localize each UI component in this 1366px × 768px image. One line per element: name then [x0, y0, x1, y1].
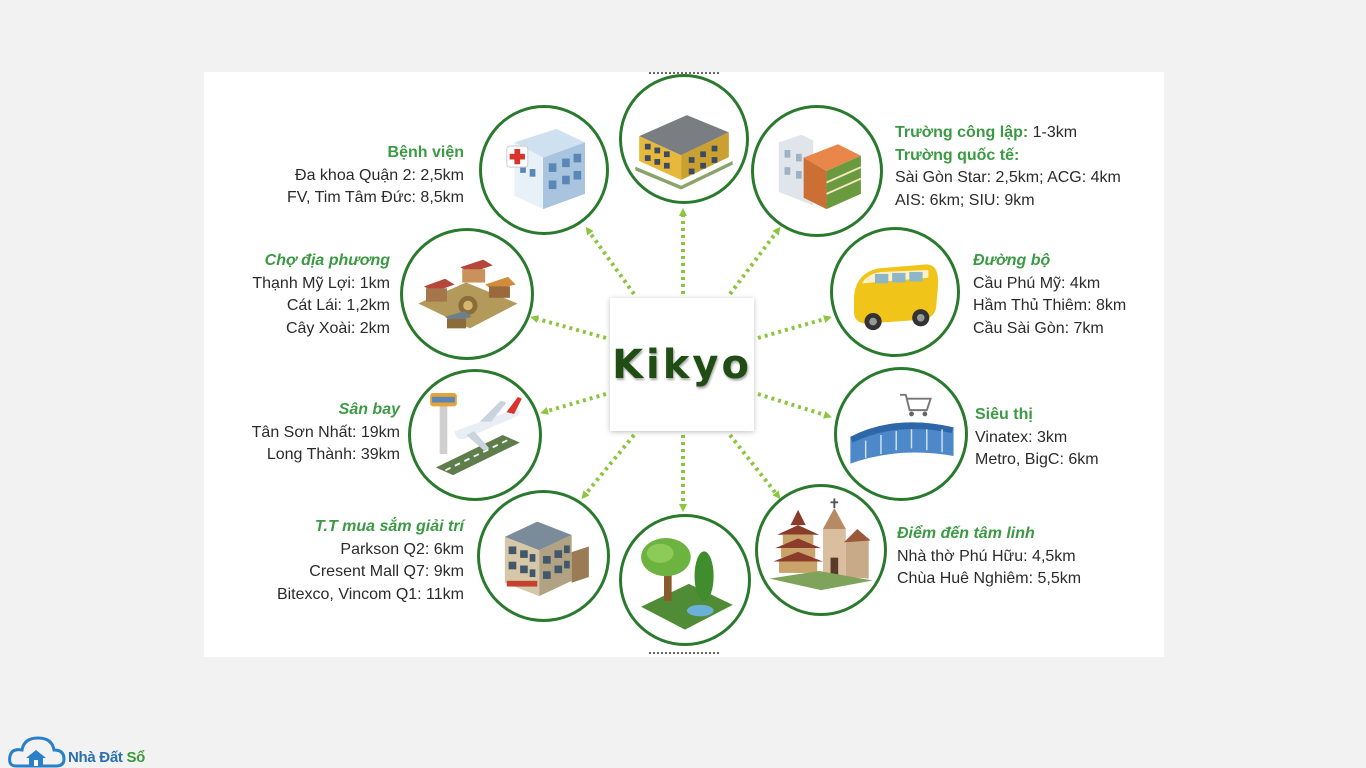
public-school-heading: Trường công lập:	[895, 124, 1029, 141]
road-node	[830, 227, 960, 357]
public-school-distance: 1-3km	[1028, 124, 1078, 141]
hospital-node	[479, 105, 609, 235]
mall-line: Bitexco, Vincom Q1: 11km	[276, 585, 464, 603]
brand-logo[interactable]: Nhà Đất Sổ	[8, 732, 158, 768]
road-line: Hầm Thủ Thiêm: 8km	[973, 297, 1127, 314]
hospital-icon	[506, 128, 586, 210]
connector-arrows	[530, 208, 832, 512]
supermarket-label: Siêu thị Vinatex: 3km Metro, BigC: 6km	[975, 404, 1145, 472]
local-market-node	[400, 228, 534, 360]
brand-name-part: Nhà Đất	[68, 749, 127, 766]
hospital-line: FV, Tim Tâm Đức: 8,5km	[287, 189, 464, 206]
arrow-mall	[581, 433, 636, 500]
market-line: Thạnh Mỹ Lợi: 1km	[252, 274, 390, 292]
spiritual-heading: Điểm đến tâm linh	[897, 525, 1035, 542]
pagoda-church-icon	[769, 498, 873, 591]
mall-line: Cresent Mall Q7: 9km	[309, 563, 464, 580]
hospital-label: Bệnh viện Đa khoa Quận 2: 2,5km FV, Tim …	[276, 142, 464, 210]
spiritual-line: Chùa Huê Nghiêm: 5,5km	[897, 570, 1082, 587]
road-line: Cầu Sài Gòn: 7km	[973, 319, 1104, 337]
market-label: Chợ địa phương Thạnh Mỹ Lợi: 1km Cát Lái…	[224, 250, 390, 340]
arrow-hospital	[585, 226, 636, 296]
brand-name: Nhà Đất Sổ	[68, 749, 145, 766]
supermarket-line: Metro, BigC: 6km	[975, 451, 1099, 468]
supermarket-node	[834, 367, 968, 501]
market-heading: Chợ địa phương	[264, 252, 390, 269]
supermarket-line: Vinatex: 3km	[975, 428, 1068, 446]
airport-heading: Sân bay	[338, 401, 400, 418]
school-icon	[778, 134, 862, 210]
spiritual-node	[755, 484, 887, 616]
office-building-icon	[635, 115, 733, 190]
cloud-house-icon	[8, 736, 66, 768]
shopping-mall-node	[477, 490, 610, 622]
school-line: Sài Gòn Star: 2,5km; ACG: 4km	[895, 169, 1121, 186]
arrow-supermarket	[757, 392, 832, 419]
arrow-spiritual	[728, 433, 781, 500]
spiritual-label: Điểm đến tâm linh Nhà thờ Phú Hữu: 4,5km…	[897, 523, 1127, 591]
school-line: AIS: 6km; SIU: 9km	[895, 191, 1035, 209]
center-box: Kikyo	[610, 298, 754, 431]
brand-name-accent: Sổ	[126, 749, 146, 766]
clipped-label-bottom	[594, 652, 774, 657]
mall-heading: T.T mua sắm giải trí	[314, 518, 464, 535]
center-title: Kikyo	[612, 341, 752, 388]
market-line: Cát Lái: 1,2km	[286, 297, 390, 314]
airport-node	[408, 369, 542, 501]
park-node	[619, 514, 751, 646]
supermarket-heading: Siêu thị	[975, 406, 1033, 423]
arrow-market	[530, 315, 607, 340]
market-icon	[418, 259, 518, 329]
mall-line: Parkson Q2: 6km	[340, 540, 464, 558]
road-line: Cầu Phú Mỹ: 4km	[973, 274, 1101, 292]
road-heading: Đường bộ	[973, 252, 1051, 269]
clipped-label-top	[594, 72, 774, 78]
tree-icon	[641, 538, 733, 630]
van-icon	[853, 264, 939, 331]
school-node	[751, 105, 883, 237]
hospital-line: Đa khoa Quận 2: 2,5km	[295, 166, 464, 184]
airport-line: Long Thành: 39km	[266, 446, 400, 463]
arrow-airport	[540, 392, 607, 415]
office-building-node	[619, 74, 749, 204]
market-line: Cây Xoài: 2km	[285, 319, 390, 337]
supermarket-icon	[850, 393, 954, 464]
diagram-panel: Kikyo	[204, 72, 1164, 657]
hospital-heading: Bệnh viện	[387, 144, 464, 161]
airport-label: Sân bay Tân Sơn Nhất: 19km Long Thành: 3…	[224, 399, 400, 467]
arrow-road	[757, 315, 832, 340]
spiritual-line: Nhà thờ Phú Hữu: 4,5km	[897, 547, 1076, 565]
mall-label: T.T mua sắm giải trí Parkson Q2: 6km Cre…	[244, 516, 464, 606]
airport-line: Tân Sơn Nhất: 19km	[251, 423, 400, 441]
school-label: Trường công lập: 1-3km Trường quốc tế: S…	[895, 122, 1155, 212]
airplane-icon	[430, 393, 522, 476]
international-school-heading: Trường quốc tế:	[895, 146, 1020, 164]
road-label: Đường bộ Cầu Phú Mỹ: 4km Hầm Thủ Thiêm: …	[973, 250, 1153, 340]
mall-building-icon	[504, 521, 589, 597]
arrow-school	[728, 226, 781, 296]
